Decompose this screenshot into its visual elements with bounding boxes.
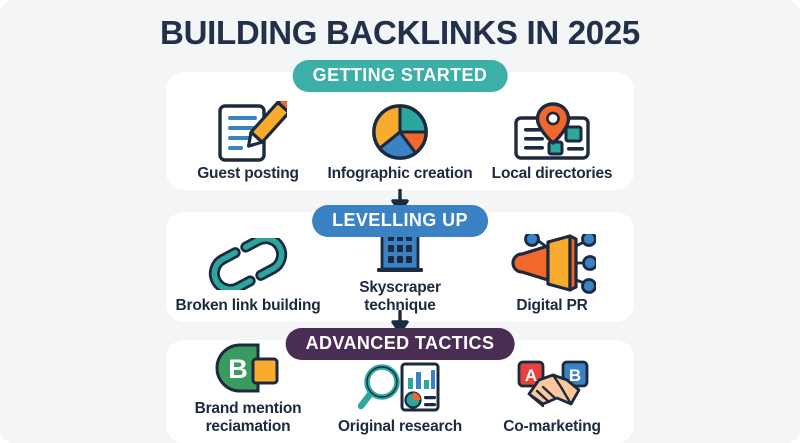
- item-label: Co-marketing: [503, 417, 601, 435]
- section-items: Guest posting Infographic creation: [166, 72, 634, 190]
- item-label: Skyscraper technique: [359, 279, 441, 314]
- item-original-research[interactable]: Original research: [324, 360, 476, 435]
- section-badge-levelling-up: LEVELLING UP: [312, 205, 488, 237]
- item-co-marketing[interactable]: A B Co-marketing: [476, 360, 628, 435]
- item-label: Brand mention reciamation: [194, 400, 302, 435]
- item-label: Infographic creation: [327, 164, 473, 182]
- svg-text:A: A: [525, 366, 537, 385]
- item-guest-posting[interactable]: Guest posting: [172, 100, 324, 182]
- section-badge-getting-started: GETTING STARTED: [292, 60, 508, 92]
- arrow-down-icon-2: [389, 309, 411, 339]
- section-advanced-tactics: B Brand mention reciamation: [166, 340, 634, 443]
- item-label: Digital PR: [516, 296, 588, 314]
- brand-bubble-icon: B: [214, 342, 282, 398]
- svg-text:B: B: [228, 354, 248, 384]
- handshake-icon: A B: [509, 360, 595, 416]
- item-skyscraper-technique[interactable]: Skyscraper technique: [324, 215, 476, 314]
- broken-chain-icon: [204, 233, 292, 295]
- page-title: BUILDING BACKLINKS IN 2025: [160, 14, 640, 51]
- item-brand-mention-reclamation[interactable]: B Brand mention reciamation: [172, 342, 324, 435]
- megaphone-icon: [508, 233, 596, 295]
- section-badge-advanced-tactics: ADVANCED TACTICS: [285, 328, 515, 360]
- pie-chart-icon: [368, 101, 432, 163]
- item-local-directories[interactable]: Local directories: [476, 101, 628, 182]
- section-items: B Brand mention reciamation: [166, 340, 634, 443]
- item-broken-link-building[interactable]: Broken link building: [172, 233, 324, 314]
- location-card-icon: [510, 101, 594, 163]
- item-label: Local directories: [491, 164, 613, 182]
- item-label: Broken link building: [175, 296, 321, 314]
- item-infographic-creation[interactable]: Infographic creation: [324, 101, 476, 182]
- item-label: Original research: [337, 417, 463, 435]
- item-label: Guest posting: [197, 164, 299, 182]
- magnifier-chart-icon: [358, 360, 442, 416]
- item-digital-pr[interactable]: Digital PR: [476, 233, 628, 314]
- section-items: Broken link building: [166, 212, 634, 322]
- document-pencil-icon: [209, 100, 287, 163]
- svg-text:B: B: [569, 366, 581, 385]
